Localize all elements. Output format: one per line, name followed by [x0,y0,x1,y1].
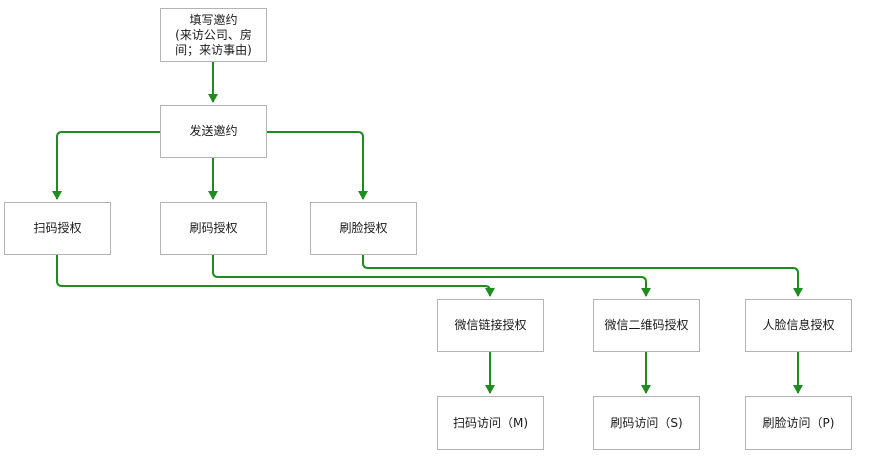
node-swipe-code-auth-label: 刷码授权 [189,221,238,235]
node-face-auth: 刷脸授权 [310,202,417,255]
node-face-visit-label: 刷脸访问（P) [762,415,835,430]
node-wechat-qr-auth-label: 微信二维码授权 [604,318,689,332]
edge-swipe-auth-to-wechat-qr [212,255,651,297]
node-wechat-link-auth: 微信链接授权 [437,299,544,352]
edge-scan-auth-to-wechat-link [56,255,495,297]
node-face-info-auth-label: 人脸信息授权 [762,318,835,332]
node-face-info-auth: 人脸信息授权 [745,299,852,352]
edge-send-to-scan-auth [52,131,160,200]
node-scan-auth-label: 扫码授权 [33,221,82,235]
edge-send-to-face-auth [266,131,368,200]
node-scan-auth: 扫码授权 [4,202,111,255]
node-fill-invite-line2: (来访公司、房 [175,27,252,42]
node-send-invite: 发送邀约 [160,105,267,158]
node-scan-visit-label: 扫码访问（M) [452,415,529,430]
node-face-visit: 刷脸访问（P) [745,396,852,450]
node-fill-invite: 填写邀约 (来访公司、房 间；来访事由) [160,8,267,62]
node-scan-visit: 扫码访问（M) [437,396,544,450]
node-fill-invite-line1: 填写邀约 [189,12,238,27]
node-fill-invite-line3: 间；来访事由) [175,42,252,57]
node-swipe-code-visit-label: 刷码访问（S) [610,415,683,430]
node-send-invite-label: 发送邀约 [189,124,238,138]
node-swipe-code-visit: 刷码访问（S) [593,396,700,450]
edge-face-auth-to-face-info [362,255,803,297]
node-wechat-link-auth-label: 微信链接授权 [454,318,527,332]
node-face-auth-label: 刷脸授权 [339,221,388,235]
node-swipe-code-auth: 刷码授权 [160,202,267,255]
node-wechat-qr-auth: 微信二维码授权 [593,299,700,352]
